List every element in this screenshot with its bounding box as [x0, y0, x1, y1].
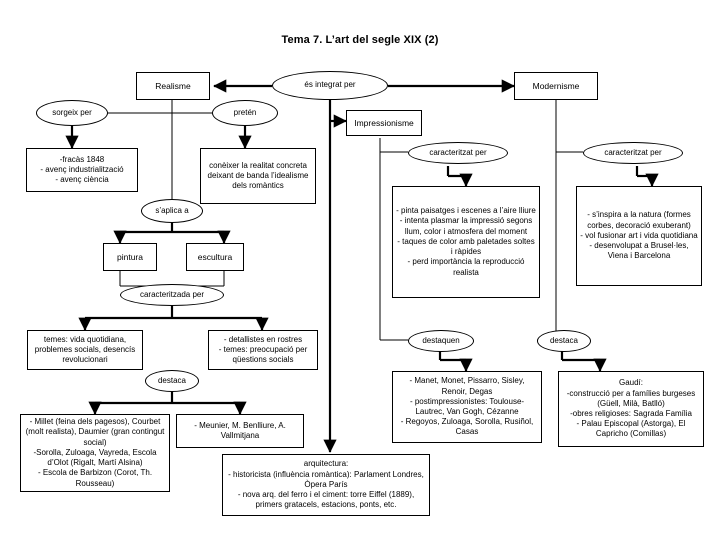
node-causes-realisme[interactable]: -fracàs 1848 - avenç industrialització -… [26, 148, 138, 192]
node-label: destaca [157, 375, 187, 385]
node-caracteritzat-per-impressionisme[interactable]: caracteritzat per [408, 142, 508, 164]
node-trets-escultura[interactable]: - detallistes en rostres - temes: preocu… [208, 330, 318, 370]
node-label: temes: vida quotidiana, problemes social… [34, 334, 136, 365]
node-label: Gaudí: -construcció per a famílies burge… [566, 378, 696, 439]
node-artistes-pintura[interactable]: - Millet (feina dels pagesos), Courbet (… [20, 414, 170, 492]
node-label: arquitectura: - historicista (influència… [228, 459, 424, 510]
node-realisme[interactable]: Realisme [136, 72, 210, 100]
node-label: destaquen [422, 335, 460, 345]
node-label: -fracàs 1848 - avenç industrialització -… [40, 154, 124, 185]
node-preten-text[interactable]: conèixer la realitat concreta deixant de… [200, 148, 316, 204]
node-pintura[interactable]: pintura [103, 243, 157, 271]
node-caracteritzada-per[interactable]: caracteritzada per [120, 284, 224, 306]
node-label: - pinta paisatges i escenes a l’aire lli… [396, 206, 536, 277]
node-es-integrat-per[interactable]: és integrat per [272, 71, 388, 100]
node-impressionisme[interactable]: Impressionisme [346, 110, 422, 136]
node-artistes-modernisme[interactable]: Gaudí: -construcció per a famílies burge… [558, 371, 704, 447]
node-label: conèixer la realitat concreta deixant de… [207, 160, 309, 191]
page-title: Tema 7. L’art del segle XIX (2) [281, 34, 439, 46]
node-sorgeix-per[interactable]: sorgeix per [36, 100, 108, 126]
node-destaquen-impressionisme[interactable]: destaquen [408, 330, 474, 352]
node-saplica-a[interactable]: s’aplica a [141, 199, 203, 223]
node-label: destaca [549, 335, 579, 345]
node-preten[interactable]: pretén [212, 100, 278, 126]
node-label: s’aplica a [155, 205, 189, 215]
node-artistes-escultura[interactable]: - Meunier, M. Benlliure, A. Vallmitjana [176, 414, 304, 448]
node-label: caracteritzat per [604, 147, 662, 157]
node-label: - Meunier, M. Benlliure, A. Vallmitjana [194, 420, 286, 440]
node-label: caracteritzada per [139, 289, 205, 299]
node-destaca-realisme[interactable]: destaca [145, 370, 199, 392]
node-label: pintura [117, 251, 143, 262]
node-label: - Millet (feina dels pagesos), Courbet (… [25, 417, 165, 488]
node-label: pretén [233, 107, 257, 117]
node-label: - Manet, Monet, Pissarro, Sisley, Renoir… [400, 376, 534, 437]
node-label: - s’inspira a la natura (formes corbes, … [580, 210, 698, 261]
node-label: - detallistes en rostres - temes: preocu… [218, 334, 308, 365]
node-trets-pintura[interactable]: temes: vida quotidiana, problemes social… [27, 330, 143, 370]
node-label: Realisme [155, 80, 191, 91]
node-label: sorgeix per [52, 107, 92, 117]
node-label: Modernisme [532, 80, 580, 91]
node-label: Impressionisme [354, 117, 414, 128]
node-label: és integrat per [304, 80, 356, 90]
node-label: caracteritzat per [429, 147, 487, 157]
node-label: escultura [197, 251, 233, 262]
node-modernisme[interactable]: Modernisme [514, 72, 598, 100]
node-trets-modernisme[interactable]: - s’inspira a la natura (formes corbes, … [576, 186, 702, 286]
node-destaca-modernisme[interactable]: destaca [537, 330, 591, 352]
node-trets-impressionisme[interactable]: - pinta paisatges i escenes a l’aire lli… [392, 186, 540, 298]
node-artistes-impressionisme[interactable]: - Manet, Monet, Pissarro, Sisley, Renoir… [392, 371, 542, 443]
node-escultura[interactable]: escultura [186, 243, 244, 271]
node-caracteritzat-per-modernisme[interactable]: caracteritzat per [583, 142, 683, 164]
node-arquitectura[interactable]: arquitectura: - historicista (influència… [222, 454, 430, 516]
